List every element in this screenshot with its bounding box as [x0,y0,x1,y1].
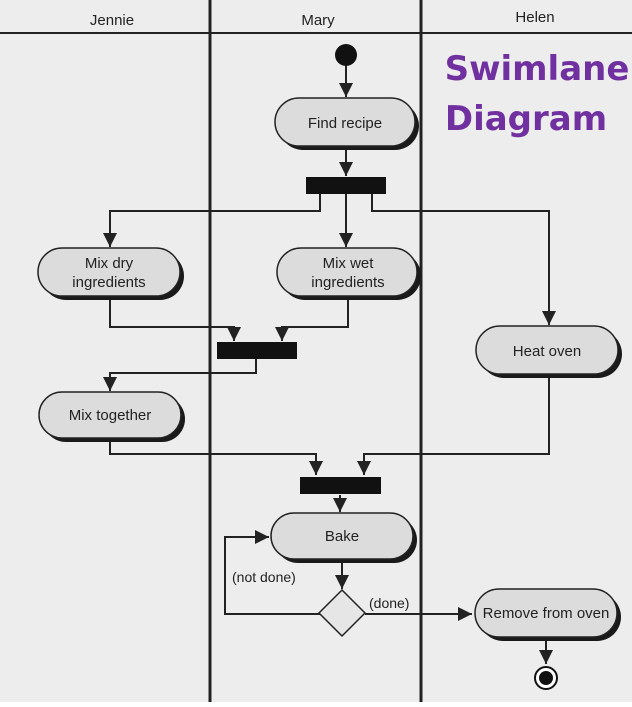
action-label: Heat oven [513,343,581,360]
action-label: Mix together [69,407,152,424]
action-label: Remove from oven [483,605,610,622]
end-node [534,666,558,690]
action-label-line-2: ingredients [311,274,384,291]
action-mix-dry-ingredients: Mix dry ingredients [37,247,184,300]
diagram-title-line-2: Diagram [445,99,607,139]
guard-not-done: (not done) [232,569,296,585]
join-bar-ingredients [217,342,297,359]
guard-done: (done) [369,595,409,611]
join-bar-bake [300,477,381,494]
action-mix-wet-ingredients: Mix wet ingredients [276,247,421,300]
action-label-line-2: ingredients [72,274,145,291]
decision-diamond [317,588,367,638]
action-heat-oven: Heat oven [475,325,622,378]
action-mix-together: Mix together [38,391,185,442]
lane-title-jennie: Jennie [90,12,134,29]
action-find-recipe: Find recipe [274,97,419,150]
diagram-title-line-1: Swimlane [445,49,630,89]
edges [103,66,556,664]
action-label: Find recipe [308,115,382,132]
lane-title-mary: Mary [301,12,335,29]
action-label-line-1: Mix dry [85,255,134,272]
lane-title-helen: Helen [515,9,554,26]
action-remove-from-oven: Remove from oven [474,588,621,641]
start-node [335,44,357,66]
action-bake: Bake [270,512,417,563]
action-label: Bake [325,528,359,545]
action-label-line-1: Mix wet [323,255,375,272]
fork-bar [306,177,386,194]
